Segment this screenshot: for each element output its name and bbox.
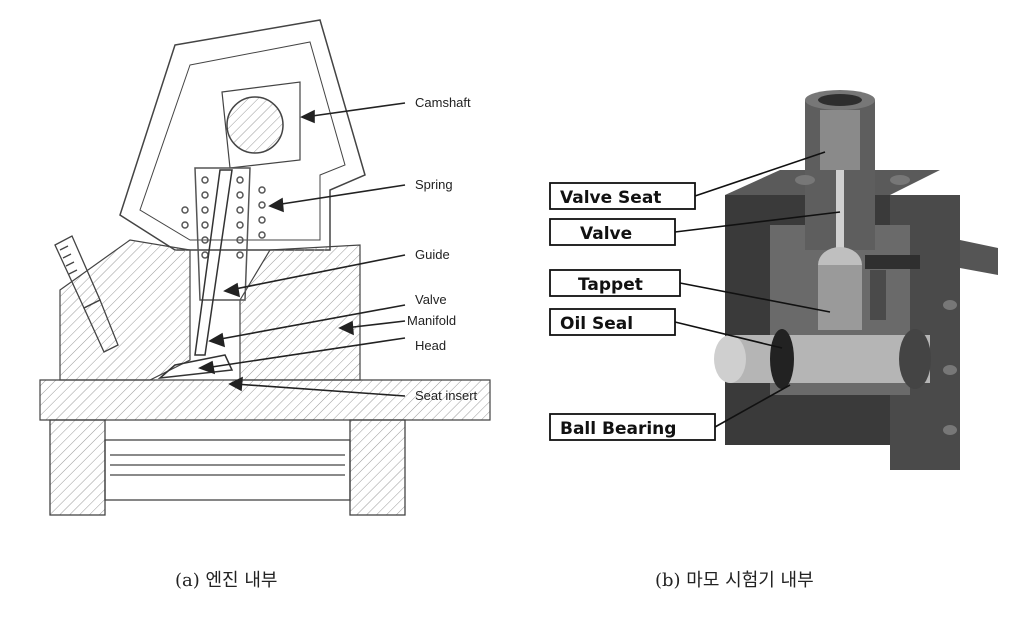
camshaft-part <box>221 81 301 169</box>
wear-tester-drawing: Valve Seat Valve Tappet Oil Seal Ball Be… <box>549 90 998 470</box>
cylinder-head <box>39 239 491 421</box>
piston-cylinder <box>49 419 406 516</box>
label-ball-bearing: Ball Bearing <box>560 419 676 439</box>
label-head: Head <box>415 338 446 353</box>
leader-arrows <box>197 102 406 397</box>
engine-cross-section-figure: Camshaft Spring Guide Valve Manifold Hea… <box>0 0 520 540</box>
label-valve-seat: Valve Seat <box>560 188 661 208</box>
wear-tester-figure: Valve Seat Valve Tappet Oil Seal Ball Be… <box>520 0 1025 540</box>
label-tappet-box: Tappet <box>549 269 681 297</box>
engine-drawing: Camshaft Spring Guide Valve Manifold Hea… <box>39 19 491 516</box>
label-tappet: Tappet <box>578 275 643 295</box>
caption-b: (b) 마모 시험기 내부 <box>655 570 814 591</box>
label-oil-seal-box: Oil Seal <box>549 308 676 336</box>
label-valve-b: Valve <box>580 224 632 244</box>
spark-plug <box>54 235 119 353</box>
valve-part <box>157 169 234 380</box>
valve-stem <box>836 170 844 280</box>
label-manifold: Manifold <box>407 313 456 328</box>
caption-a: (a) 엔진 내부 <box>175 570 278 591</box>
label-camshaft: Camshaft <box>415 95 471 110</box>
label-ball-bearing-box: Ball Bearing <box>549 413 716 441</box>
label-spring: Spring <box>415 177 453 192</box>
label-valve: Valve <box>415 292 447 307</box>
tappet-part <box>818 247 920 330</box>
tester-leader-lines <box>674 151 841 428</box>
mounting-bolts <box>795 175 957 435</box>
label-valve-box: Valve <box>549 218 676 246</box>
label-valve-seat-box: Valve Seat <box>549 182 696 210</box>
label-seat-insert: Seat insert <box>415 388 478 403</box>
label-guide: Guide <box>415 247 450 262</box>
valve-spring <box>181 167 266 301</box>
shaft-assembly <box>714 329 931 389</box>
label-oil-seal: Oil Seal <box>560 314 633 334</box>
cam-housing <box>119 19 366 251</box>
